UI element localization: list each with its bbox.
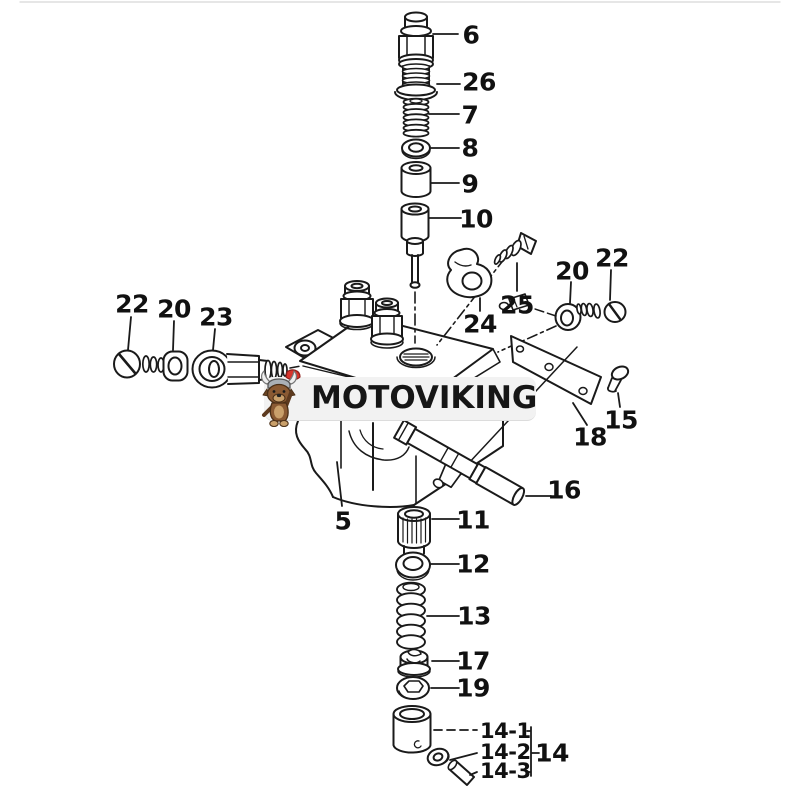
part-label-11: 11	[456, 505, 490, 535]
part-label-14-3: 14-3	[480, 759, 531, 783]
viking-dog-mascot	[261, 369, 301, 428]
part-24-clamp	[446, 247, 493, 299]
part-14-1-cup	[392, 705, 432, 754]
axis-line-fitting23	[289, 365, 302, 369]
part-26-seat-washer	[394, 83, 438, 101]
body-threaded-port	[396, 347, 436, 369]
part-6-delivery-valve-holder	[398, 11, 434, 89]
part-label-24: 24	[463, 309, 497, 339]
part-label-8: 8	[461, 133, 479, 163]
part-label-14-2: 14-2	[480, 740, 531, 764]
part-22-screw-left	[113, 349, 171, 379]
part-12-washer	[395, 551, 431, 581]
leader-lines	[127, 33, 621, 777]
part-label-13: 13	[457, 601, 491, 631]
part-label-26: 26	[462, 67, 496, 97]
part-label-6: 6	[462, 20, 480, 50]
part-15-plug	[607, 365, 630, 393]
part-label-22-right: 22	[595, 243, 629, 273]
part-label-10: 10	[459, 204, 493, 234]
part-label-7: 7	[461, 100, 479, 130]
part-9-spacer-cylinder	[400, 161, 432, 198]
part-14-3-pin	[447, 759, 475, 786]
part-13-spring	[396, 581, 426, 650]
part-label-22-left: 22	[115, 289, 149, 319]
body-top-fitting-left	[339, 280, 375, 331]
axis-line-washer20-right	[497, 325, 557, 353]
part-25-bolt	[493, 232, 537, 265]
part-17-spring-seat	[397, 648, 431, 678]
part-20-washer-right	[554, 303, 582, 331]
part-8-gasket-ring	[401, 138, 431, 160]
part-label-23: 23	[199, 302, 233, 332]
part-label-15: 15	[604, 405, 638, 435]
part-19-washer	[396, 676, 430, 700]
part-20-washer-left	[162, 350, 189, 382]
part-label-25: 25	[500, 290, 534, 320]
part-label-12: 12	[456, 549, 490, 579]
axis-line-bolt25	[436, 257, 506, 346]
part-label-19: 19	[456, 673, 490, 703]
axis-line-screw22-right	[531, 307, 557, 317]
part-label-14-1: 14-1	[480, 719, 531, 743]
part-label-18: 18	[573, 422, 607, 452]
part-label-17: 17	[456, 646, 490, 676]
part-label-14-group: 14	[535, 738, 569, 768]
body-top-fitting-right	[370, 297, 404, 349]
part-label-20-left: 20	[157, 294, 191, 324]
part-label-16: 16	[547, 475, 581, 505]
part-11-knurled-cap	[397, 506, 431, 559]
part-14-2-bushing	[426, 747, 450, 767]
part-label-5: 5	[334, 506, 352, 536]
part-23-fitting	[191, 349, 288, 389]
part-22-screw-right	[576, 301, 627, 323]
part-10-delivery-valve	[400, 202, 430, 289]
watermark-band: MOTOVIKING	[264, 377, 538, 421]
part-label-9: 9	[461, 169, 479, 199]
part-label-20-right: 20	[555, 256, 589, 286]
watermark-text: MOTOVIKING	[311, 380, 538, 416]
part-7-spring	[402, 97, 430, 138]
part-16-control-rod	[393, 419, 526, 506]
